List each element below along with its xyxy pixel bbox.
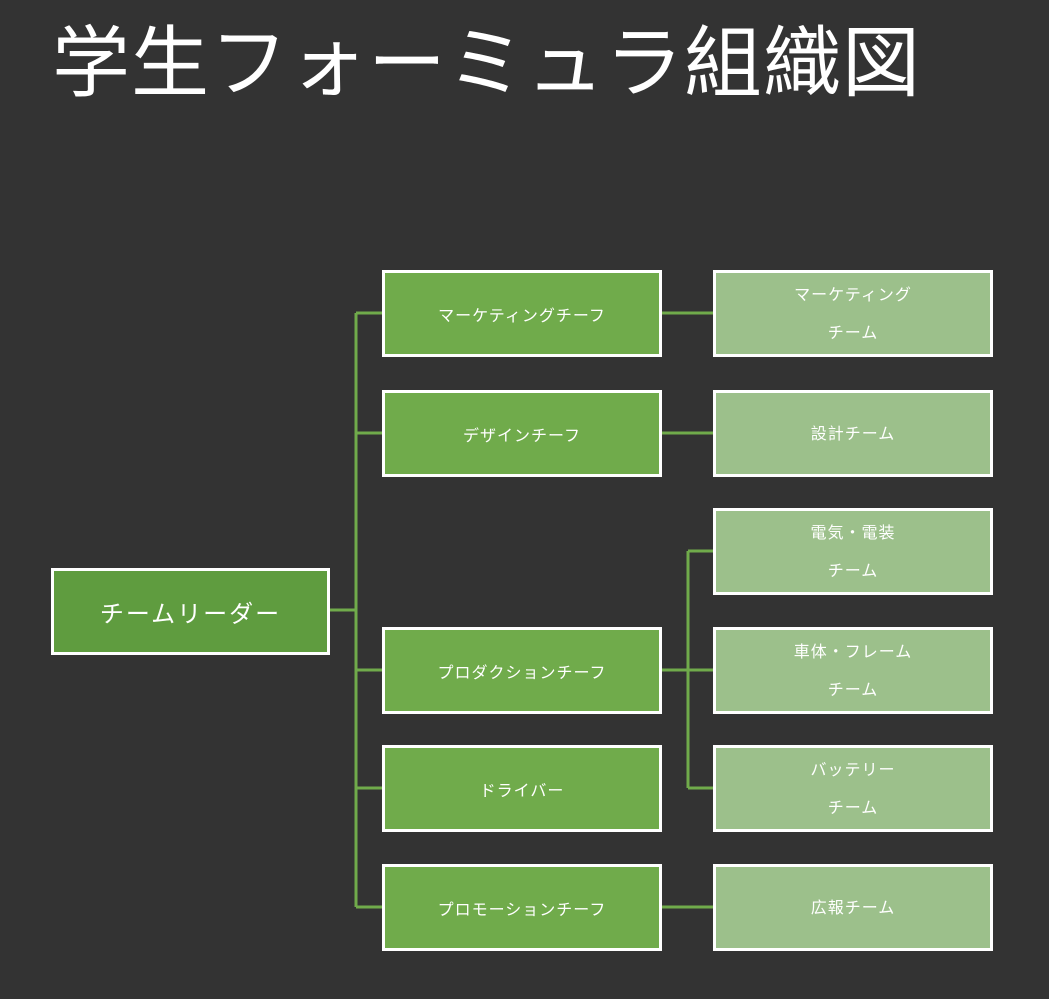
node-label: 広報チーム [810,897,896,917]
node-driver[interactable]: ドライバー [382,745,662,832]
node-label: ドライバー [479,780,565,800]
node-label: プロダクションチーフ [437,662,607,682]
node-design-team[interactable]: 設計チーム [713,390,993,477]
node-body-frame-team[interactable]: 車体・フレーム チーム [713,627,993,714]
node-label: デザインチーフ [462,425,582,445]
node-pr-team[interactable]: 広報チーム [713,864,993,951]
node-battery-team[interactable]: バッテリー チーム [713,745,993,832]
node-label: プロモーションチーフ [437,899,607,919]
node-label: 設計チーム [810,423,896,443]
node-label-line2: チーム [827,322,879,342]
node-label-line1: バッテリー [810,759,896,779]
node-promotion-chief[interactable]: プロモーションチーフ [382,864,662,951]
node-label: チームリーダー [99,600,282,628]
node-label-line2: チーム [827,797,879,817]
node-design-chief[interactable]: デザインチーフ [382,390,662,477]
node-electrical-team[interactable]: 電気・電装 チーム [713,508,993,595]
node-label-line1: マーケティング [794,284,912,304]
node-label-line1: 車体・フレーム [793,641,913,661]
node-marketing-chief[interactable]: マーケティングチーフ [382,270,662,357]
node-label-line1: 電気・電装 [810,522,896,542]
node-production-chief[interactable]: プロダクションチーフ [382,627,662,714]
node-team-leader[interactable]: チームリーダー [51,568,330,655]
node-label-line2: チーム [827,560,879,580]
node-label-line2: チーム [827,679,879,699]
page-title: 学生フォーミュラ組織図 [52,19,922,109]
node-marketing-team[interactable]: マーケティング チーム [713,270,993,357]
node-label: マーケティングチーフ [438,305,606,325]
